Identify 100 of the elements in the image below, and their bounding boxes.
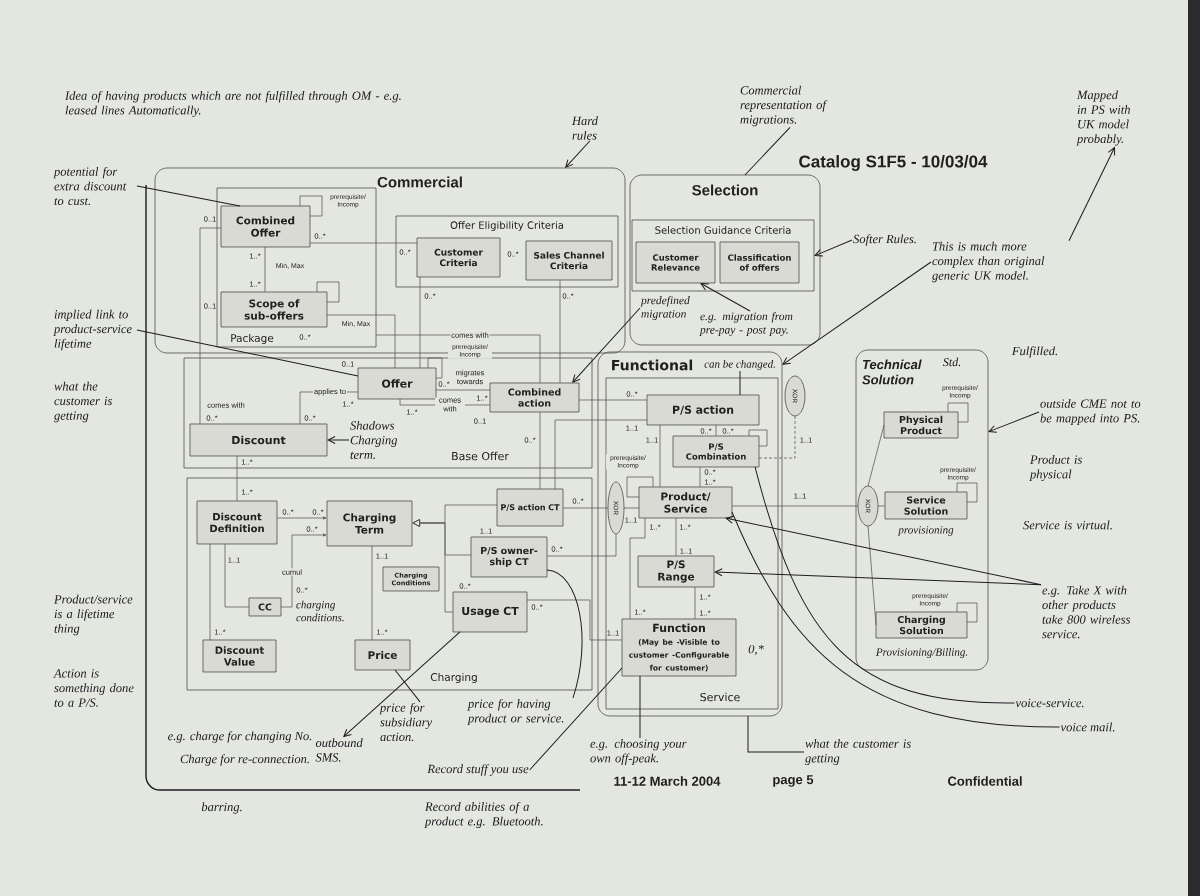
handwritten-note: Commercial representation of migrations. — [740, 85, 828, 127]
handwritten-note: Shadows Charging term. — [350, 420, 398, 460]
class-box: Service Solution — [884, 491, 968, 520]
leader-line — [739, 370, 741, 396]
class-box: Discount — [189, 423, 328, 457]
handwritten-note: Service is virtual. — [1023, 520, 1112, 530]
leader-arrow — [343, 631, 461, 737]
handwritten-note: e.g. migration from pre-pay - post pay. — [699, 312, 793, 336]
arrow — [280, 533, 327, 608]
handwritten-note: Fulfilled. — [1011, 346, 1057, 358]
association-line — [435, 389, 491, 391]
handwritten-note: e.g. Take X with other products take 800 wireless service. — [1042, 585, 1131, 639]
leader-arrow — [565, 140, 591, 168]
handwritten-note: charging conditions. — [296, 600, 344, 622]
handwritten-note: Mapped in PS with UK model probably. — [1076, 90, 1130, 146]
class-box: Customer Criteria — [416, 237, 501, 278]
association-line — [539, 411, 541, 490]
leader-arrow — [988, 411, 1040, 433]
self-loop — [427, 357, 443, 379]
association-line — [694, 586, 696, 620]
footer-text: Confidential — [948, 776, 1022, 786]
class-box: Product/ Service — [638, 486, 733, 519]
handwritten-note: Product/service is a lifetime thing — [53, 594, 133, 636]
association-line — [629, 517, 646, 620]
association-line — [554, 419, 648, 490]
handwritten-note: what the customer is getting — [805, 739, 911, 765]
class-box: CC — [248, 597, 282, 617]
arrow — [276, 516, 327, 520]
class-box: Charging Solution — [875, 611, 968, 639]
leader-line — [639, 675, 641, 739]
association-line — [559, 279, 561, 384]
association-line — [699, 466, 701, 488]
class-box: P/S action — [646, 394, 760, 426]
handwritten-note: voice-service. — [1015, 698, 1084, 708]
handwritten-note: outside CME not to be mapped into PS. — [1040, 399, 1141, 425]
leader-arrow — [572, 307, 641, 383]
association-line — [578, 399, 648, 401]
self-loop — [748, 429, 768, 447]
association-line — [731, 505, 859, 507]
class-box: P/S action CT — [496, 488, 564, 527]
generalization-arrow — [412, 519, 454, 613]
association-line — [867, 424, 885, 487]
association-line — [199, 227, 222, 425]
handwritten-note: 0,* — [748, 644, 764, 656]
leader-arrow — [725, 515, 1042, 586]
association-line — [309, 242, 418, 244]
association-line — [659, 424, 661, 488]
footer-text: 11-12 March 2004 — [614, 776, 721, 786]
handwritten-note: outbound SMS. — [315, 738, 363, 762]
self-loop — [956, 602, 978, 623]
association-line — [623, 507, 640, 509]
association-line — [264, 246, 266, 293]
leader-line — [744, 126, 791, 176]
association-line — [715, 424, 717, 437]
leader-line — [754, 466, 1015, 704]
leader-line — [546, 569, 583, 699]
class-box: Classification of offers — [719, 241, 800, 284]
class-box: Discount Value — [202, 639, 277, 673]
association-line — [867, 525, 877, 626]
handwritten-note: voice mail. — [1060, 722, 1115, 732]
class-box: P/S owner- ship CT — [470, 536, 548, 578]
class-box: Scope of sub-offers — [220, 291, 328, 328]
class-box: Combined Offer — [220, 205, 311, 248]
class-box: Usage CT — [452, 591, 528, 633]
leader-arrow — [700, 283, 751, 312]
title: Catalog S1F5 - 10/03/04 — [799, 155, 988, 171]
handwritten-note: predefined migration — [640, 296, 690, 320]
self-loop — [299, 195, 323, 217]
association-line — [326, 314, 396, 369]
leader-line — [529, 667, 623, 771]
class-box: P/S Combination — [672, 435, 760, 468]
leader-line — [136, 185, 241, 207]
self-loop — [626, 476, 654, 498]
association-line — [526, 599, 623, 641]
handwritten-note: potential for extra discount to cust. — [53, 166, 127, 206]
handwritten-note: can be changed. — [704, 360, 775, 370]
handwritten-note: Provisioning/Billing. — [875, 648, 968, 658]
handwritten-note: Idea of having products which are not fulfilled through OM - e.g. leased lines Automatically. — [64, 90, 401, 118]
class-box: P/S Range — [637, 555, 715, 588]
handwritten-note: Record stuff you use — [427, 764, 529, 776]
class-box: Combined action — [489, 382, 580, 413]
leader-arrow — [782, 261, 932, 365]
handwritten-note: e.g. choosing your own off-peak. — [590, 739, 687, 765]
class-box: Price — [354, 639, 411, 671]
handwritten-note: barring. — [201, 802, 242, 814]
association-line — [224, 543, 250, 608]
association-line — [371, 545, 373, 641]
class-box: Offer — [357, 367, 437, 400]
handwritten-note: This is much more complex than original generic UK model. — [932, 241, 1045, 283]
association-line — [562, 507, 609, 509]
association-line — [758, 415, 796, 459]
class-box: Charging Term — [326, 500, 413, 547]
leader-line — [394, 669, 421, 703]
handwritten-note: price for having product or service. — [467, 698, 564, 726]
handwritten-note: Record abilities of a product e.g. Bluetooth. — [424, 801, 543, 829]
handwritten-note: Charge for re-connection. — [180, 754, 309, 766]
handwritten-note: Hard rules — [571, 116, 598, 140]
association-line — [546, 533, 617, 557]
handwritten-note: Std. — [943, 357, 961, 367]
class-box: Discount Definition — [196, 500, 278, 545]
